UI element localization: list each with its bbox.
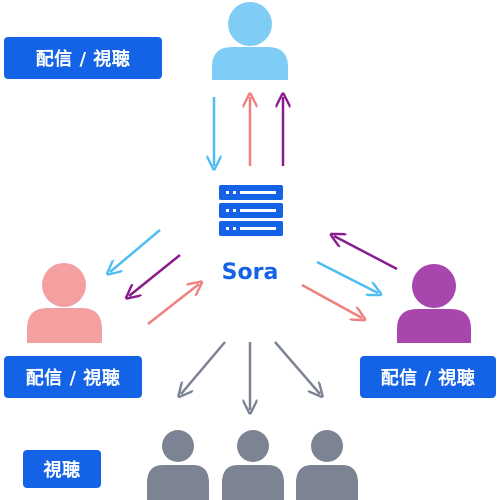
user-left-icon [27, 263, 102, 343]
viewer-icon-1 [147, 430, 209, 500]
arrow-viewer-left [181, 341, 226, 394]
user-right-icon [397, 264, 471, 343]
arrow-right-blue [316, 260, 378, 293]
viewer-icon-3 [296, 430, 358, 500]
arrow-left-pink [147, 284, 199, 325]
arrow-right-purple [334, 236, 398, 271]
role-badge-right: 配信 / 視聴 [360, 356, 496, 398]
role-badge-top: 配信 / 視聴 [4, 37, 162, 79]
role-badge-left: 配信 / 視聴 [4, 356, 142, 398]
viewer-icon-2 [222, 430, 284, 500]
server-icon [219, 185, 283, 236]
arrow-right-pink [301, 283, 362, 318]
server-label: Sora [222, 260, 279, 285]
arrow-left-blue [110, 229, 161, 272]
arrow-viewer-right [274, 341, 320, 394]
role-badge-viewers: 視聴 [23, 450, 101, 488]
user-top-icon [212, 2, 288, 80]
arrow-left-purple [129, 254, 181, 296]
